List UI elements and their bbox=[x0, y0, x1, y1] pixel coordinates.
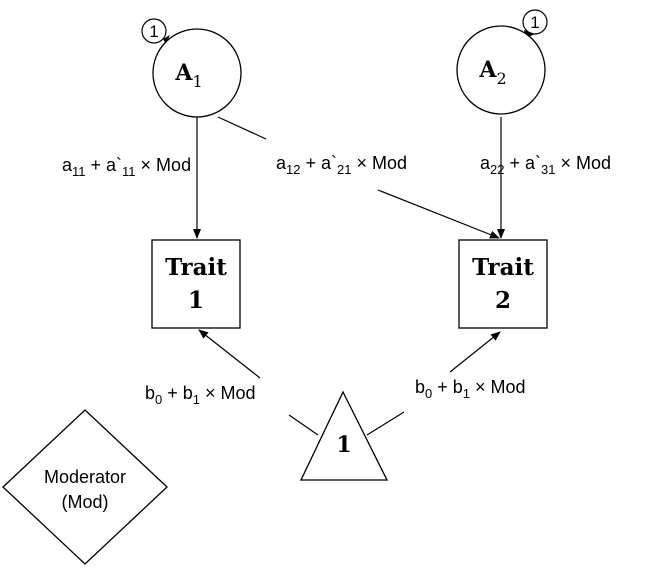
edge-a1-to-trait2 bbox=[217, 116, 499, 238]
edge-label-a1-trait2: a12 + a`21 × Mod bbox=[276, 153, 407, 177]
a1-self-loop-label: 1 bbox=[149, 22, 158, 41]
trait2-label-line1: Trait bbox=[472, 254, 534, 281]
latent-a1-label: A1 bbox=[174, 60, 202, 91]
latent-a2: A2 bbox=[456, 25, 546, 115]
edge-constant-to-trait1 bbox=[199, 330, 319, 436]
moderator-label-line2: (Mod) bbox=[61, 492, 108, 512]
trait1-label-line2: 1 bbox=[188, 287, 204, 314]
edge-constant-to-trait2 bbox=[366, 332, 500, 436]
a2-self-loop-label: 1 bbox=[530, 13, 539, 32]
latent-a1: A1 bbox=[152, 28, 242, 118]
trait1-box: Trait 1 bbox=[151, 239, 241, 329]
constant-triangle: 1 bbox=[299, 390, 389, 481]
constant-label: 1 bbox=[336, 432, 351, 458]
trait1-label-line1: Trait bbox=[165, 254, 227, 281]
moderator-label-line1: Moderator bbox=[44, 467, 126, 487]
trait2-box: Trait 2 bbox=[458, 239, 548, 329]
a1-self-loop: 1 bbox=[141, 18, 170, 44]
edge-label-a1-trait1: a11 + a`11 × Mod bbox=[62, 155, 191, 179]
edge-label-constant-trait1: b0 + b1 × Mod bbox=[145, 383, 256, 407]
edge-label-constant-trait2: b0 + b1 × Mod bbox=[415, 377, 526, 401]
moderator-diamond: Moderator (Mod) bbox=[2, 409, 168, 565]
latent-a2-label: A2 bbox=[478, 57, 506, 88]
trait2-label-line2: 2 bbox=[495, 287, 511, 314]
edge-label-a2-trait2: a22 + a`31 × Mod bbox=[480, 153, 611, 177]
